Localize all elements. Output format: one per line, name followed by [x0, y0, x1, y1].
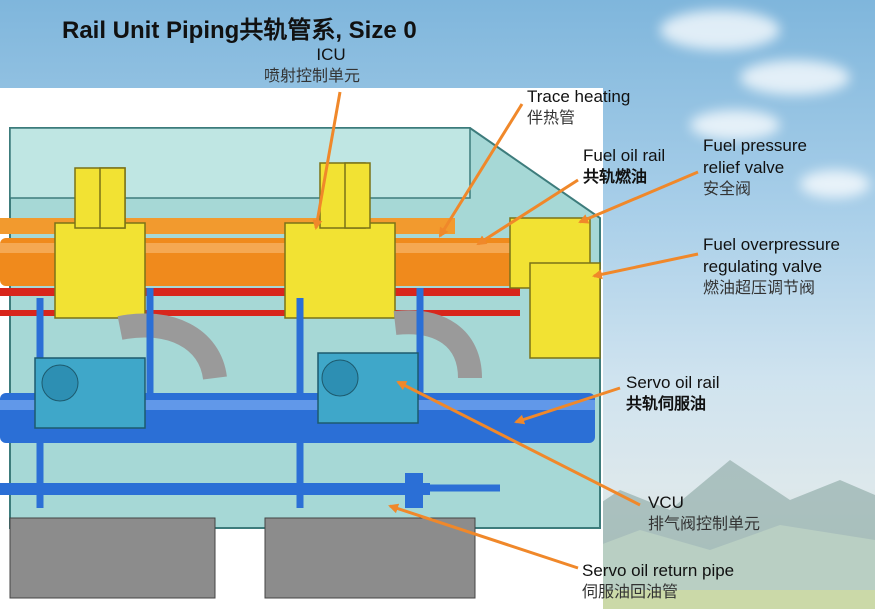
- label-fuel-oil-rail: Fuel oil rail 共轨燃油: [583, 145, 665, 189]
- cloud: [690, 110, 780, 140]
- label-fuel-overpressure-regulating-valve-zh: 燃油超压调节阀: [703, 280, 816, 297]
- label-servo-oil-return-pipe-zh: 伺服油回油管: [582, 584, 679, 601]
- arrow-fuel-overpressure-regulating-valve: [592, 252, 699, 280]
- cloud: [740, 60, 850, 95]
- label-servo-oil-return-pipe-en: Servo oil return pipe: [582, 561, 735, 580]
- label-fuel-overpressure-regulating-valve: Fuel overpressure regulating valve 燃油超压调…: [703, 234, 840, 300]
- rail-unit-rendering: [0, 88, 603, 609]
- label-vcu-en: VCU: [648, 493, 684, 512]
- label-servo-oil-rail: Servo oil rail 共轨伺服油: [626, 372, 720, 416]
- label-servo-oil-rail-en: Servo oil rail: [626, 373, 720, 392]
- label-fuel-oil-rail-en: Fuel oil rail: [583, 146, 666, 165]
- label-trace-heating-en: Trace heating: [527, 87, 631, 106]
- label-icu-en: ICU: [316, 45, 346, 64]
- slide-title: Rail Unit Piping共轨管系, Size 0: [62, 17, 417, 44]
- mountain-backdrop: [560, 460, 875, 609]
- label-fuel-pressure-relief-valve-en2: relief valve: [703, 158, 785, 177]
- label-vcu-zh: 排气阀控制单元: [648, 516, 761, 533]
- label-fuel-overpressure-regulating-valve-en1: Fuel overpressure: [703, 235, 841, 254]
- label-fuel-oil-rail-zh: 共轨燃油: [583, 169, 648, 186]
- cloud: [660, 10, 780, 50]
- label-fuel-pressure-relief-valve-zh: 安全阀: [703, 181, 752, 198]
- label-icu: ICU 喷射控制单元: [264, 44, 360, 88]
- label-icu-zh: 喷射控制单元: [264, 68, 361, 85]
- label-trace-heating: Trace heating 伴热管: [527, 86, 630, 130]
- label-servo-oil-rail-zh: 共轨伺服油: [626, 396, 707, 413]
- label-trace-heating-zh: 伴热管: [527, 110, 576, 127]
- label-servo-oil-return-pipe: Servo oil return pipe 伺服油回油管: [582, 560, 734, 604]
- label-fuel-pressure-relief-valve: Fuel pressure relief valve 安全阀: [703, 135, 807, 201]
- label-fuel-overpressure-regulating-valve-en2: regulating valve: [703, 257, 823, 276]
- cloud: [800, 170, 870, 198]
- label-vcu: VCU 排气阀控制单元: [648, 492, 760, 536]
- label-fuel-pressure-relief-valve-en1: Fuel pressure: [703, 136, 807, 155]
